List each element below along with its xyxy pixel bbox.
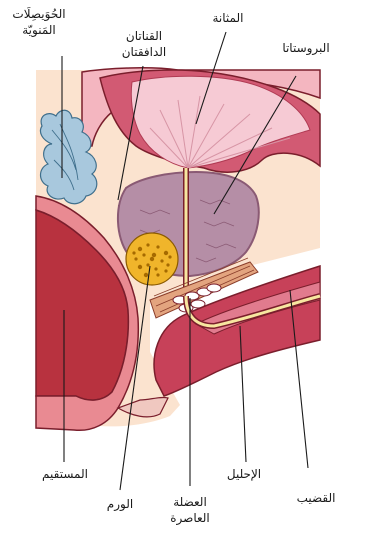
tumor-speckle	[164, 269, 167, 272]
label-ejaculatory-ducts: القناتان الدافقتان	[108, 28, 180, 60]
tumor-speckle	[154, 267, 157, 270]
tumor-speckle	[166, 263, 169, 266]
tumor-speckle	[156, 245, 159, 248]
label-tumor: الورم	[98, 496, 142, 512]
label-seminal-vesicles: الحُوَيصِلَات المَنويّة	[6, 6, 72, 38]
tumor-speckle	[146, 243, 149, 246]
tumor-speckle	[152, 253, 156, 257]
tumor-speckle	[146, 263, 149, 266]
label-sphincter-line2: العاصرة	[158, 510, 222, 526]
label-sphincter: العضلة العاصرة	[158, 494, 222, 526]
label-ejaculatory-ducts-line1: القناتان	[108, 28, 180, 44]
label-seminal-vesicles-line1: الحُوَيصِلَات	[6, 6, 72, 22]
label-bladder: المثانة	[200, 10, 256, 26]
tumor-speckle	[138, 265, 142, 269]
label-seminal-vesicles-line2: المَنويّة	[6, 22, 72, 38]
tumor-speckle	[150, 257, 154, 261]
tumor-speckle	[144, 273, 148, 277]
tumor	[126, 233, 178, 285]
tumor-speckle	[160, 259, 163, 262]
label-ejaculatory-ducts-line2: الدافقتان	[108, 44, 180, 60]
label-sphincter-line1: العضلة	[158, 494, 222, 510]
tumor-speckle	[134, 257, 137, 260]
label-penis: القضيب	[286, 490, 346, 506]
label-prostate: البروستاتا	[268, 40, 344, 56]
tumor-speckle	[142, 253, 145, 256]
tumor-speckle	[156, 273, 159, 276]
tumor-speckle	[164, 251, 168, 255]
tumor-speckle	[168, 255, 171, 258]
label-urethra: الإحليل	[214, 466, 274, 482]
label-rectum: المستقيم	[32, 466, 98, 482]
tumor-speckle	[138, 247, 142, 251]
tumor-speckle	[132, 251, 135, 254]
